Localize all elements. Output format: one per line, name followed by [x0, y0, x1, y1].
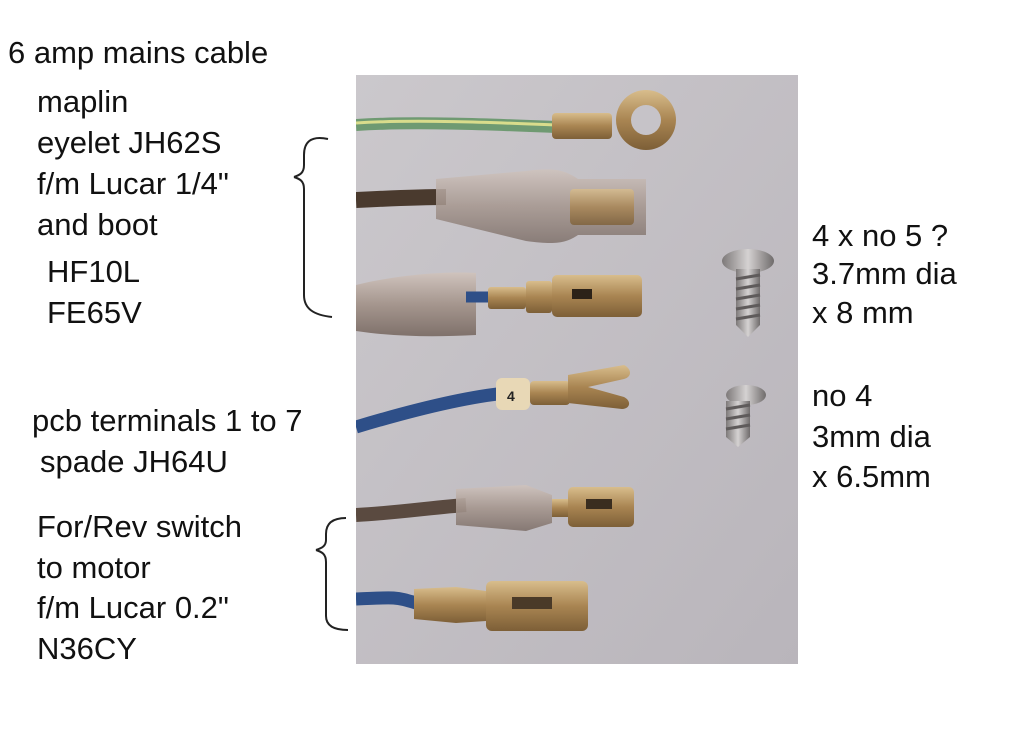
screw2-dia-label: 3mm dia [812, 419, 931, 454]
cable-terminals-photo: 4 [356, 75, 798, 664]
hf10l-label: HF10L [47, 254, 141, 289]
screw2-size-label: no 4 [812, 378, 873, 413]
photo-background [356, 75, 798, 664]
lucar-02-blue-terminal [356, 581, 588, 631]
maplin-label: maplin [37, 84, 129, 119]
title-label: 6 amp mains cable [8, 35, 269, 70]
lucar-blue-boot-terminal [356, 272, 642, 337]
eyelet-terminal [356, 90, 676, 150]
screw2-length-label: x 6.5mm [812, 459, 931, 494]
n36cy-label: N36CY [37, 631, 137, 666]
spade-terminal: 4 [356, 365, 630, 434]
screw1-length-label: x 8 mm [812, 295, 914, 330]
spade-label: spade JH64U [40, 444, 228, 479]
and-boot-label: and boot [37, 207, 158, 242]
lucar-quarter-label: f/m Lucar 1/4" [37, 166, 229, 201]
fe65v-label: FE65V [47, 295, 142, 330]
screw1-dia-label: 3.7mm dia [812, 256, 957, 291]
lucar-02-sleeved-terminal [356, 485, 634, 531]
screw-no5 [722, 249, 774, 337]
lucar-quarter-boot-terminal [356, 169, 646, 243]
screw-no4 [725, 385, 766, 447]
lower-brace [315, 517, 349, 631]
upper-brace [293, 137, 333, 318]
pcb-terminals-label: pcb terminals 1 to 7 [32, 403, 303, 438]
screw1-count-label: 4 x no 5 ? [812, 218, 949, 253]
eyelet-label: eyelet JH62S [37, 125, 222, 160]
for-rev-label: For/Rev switch [37, 509, 242, 544]
lucar-02-label: f/m Lucar 0.2" [37, 590, 229, 625]
terminal-number-marker: 4 [507, 388, 515, 404]
to-motor-label: to motor [37, 550, 151, 585]
